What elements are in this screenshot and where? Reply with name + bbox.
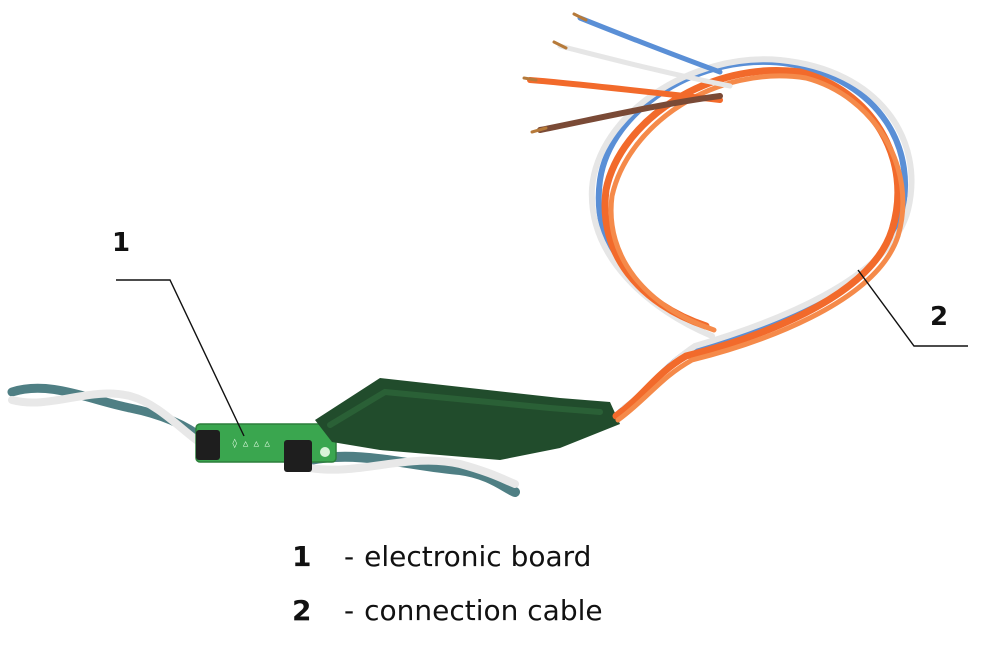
legend-text: electronic board (364, 540, 592, 573)
callout-label-2: 2 (930, 302, 949, 332)
left-twisted-pair (7, 383, 210, 450)
legend-number: 1 (292, 540, 312, 573)
legend-dash: - (344, 594, 355, 627)
right-twisted-pair (305, 451, 520, 497)
shrink-tube (315, 378, 620, 460)
legend: 1 - electronic board 2 - connection cabl… (292, 540, 603, 648)
leader-line-1 (116, 279, 245, 437)
connection-cable (588, 56, 915, 423)
wire-ends (522, 12, 733, 134)
leader-lines (116, 269, 968, 437)
legend-row-2: 2 - connection cable (292, 594, 603, 648)
electronic-board: ◊ △ △ △ (195, 423, 337, 472)
leader-line-2 (857, 269, 968, 347)
callout-label-1: 1 (112, 228, 131, 258)
legend-number: 2 (292, 594, 312, 627)
legend-dash: - (344, 540, 355, 573)
svg-text:◊ △ △ △: ◊ △ △ △ (232, 438, 271, 449)
legend-row-1: 1 - electronic board (292, 540, 603, 594)
legend-text: connection cable (364, 594, 603, 627)
product-photo: ◊ △ △ △ (7, 12, 968, 497)
